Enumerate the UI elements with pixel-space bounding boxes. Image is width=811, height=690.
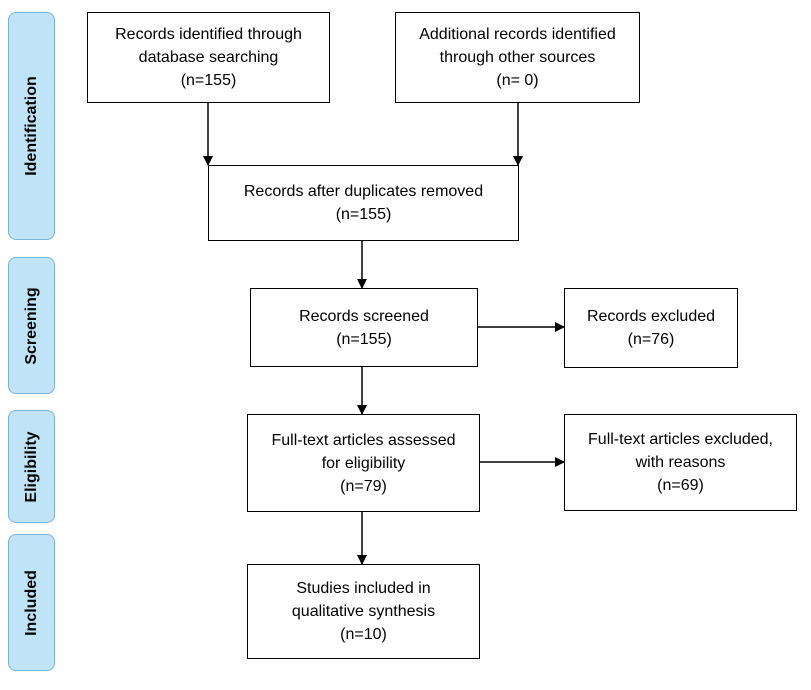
box-fulltext-excluded: Full-text articles excluded, with reasons… [564, 414, 797, 511]
box-studies-included: Studies included in qualitative synthesis… [247, 564, 480, 659]
box-text-line: Studies included in [296, 580, 431, 597]
box-database-records: Records identified through database searc… [87, 12, 330, 103]
stage-eligibility: Eligibility [8, 410, 55, 523]
box-text-line: Additional records identified [419, 26, 616, 43]
stage-included: Included [8, 534, 55, 671]
box-text-line: (n=69) [657, 477, 704, 494]
box-text-line: Full-text articles excluded, [588, 431, 773, 448]
box-text-line: (n=155) [180, 72, 237, 89]
box-other-sources: Additional records identified through oth… [395, 12, 640, 103]
box-records-excluded: Records excluded (n=76) [564, 288, 738, 368]
box-text-line: with reasons [635, 454, 726, 471]
box-text-line: (n=79) [340, 477, 387, 495]
box-text-line: through other sources [439, 49, 596, 66]
stage-identification: Identification [8, 12, 55, 240]
box-duplicates-removed: Records after duplicates removed (n=155) [208, 165, 519, 241]
box-text-line: qualitative synthesis [291, 603, 436, 620]
box-records-screened: Records screened (n=155) [250, 288, 478, 367]
box-text-line: (n= 0) [496, 72, 539, 89]
box-text-line: Records screened [299, 307, 429, 325]
box-text-line: (n=155) [336, 330, 392, 348]
box-text-line: Full-text articles assessed [271, 431, 456, 449]
box-text-line: Records excluded [586, 308, 716, 325]
box-fulltext-assessed: Full-text articles assessed for eligibili… [247, 414, 480, 512]
box-text-line: database searching [138, 49, 279, 66]
box-text-line: (n=76) [627, 331, 675, 348]
stage-screening: Screening [8, 257, 55, 394]
box-text-line: Records after duplicates removed [243, 183, 484, 200]
box-text-line: (n=10) [340, 626, 387, 643]
box-text-line: for eligibility [321, 454, 406, 472]
box-text-line: (n=155) [335, 206, 392, 223]
box-text-line: Records identified through [115, 26, 302, 43]
